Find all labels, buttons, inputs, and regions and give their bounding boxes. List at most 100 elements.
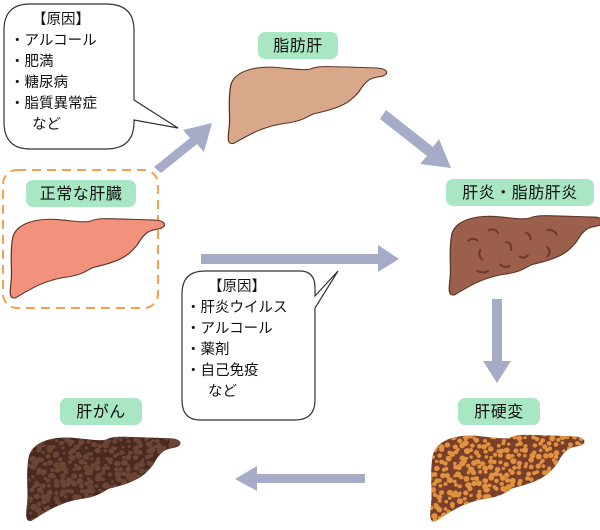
cancer-nodule xyxy=(70,505,76,510)
cirrhosis-nodule xyxy=(437,478,442,483)
cancer-nodule xyxy=(172,511,180,519)
cirrhosis-nodule xyxy=(475,517,481,522)
cirrhosis-nodule xyxy=(430,487,437,493)
cirrhosis-nodule xyxy=(473,434,480,437)
cirrhosis-nodule xyxy=(444,442,451,448)
cancer-nodule xyxy=(113,436,119,440)
cancer-nodule xyxy=(156,512,162,517)
cirrhosis-nodule xyxy=(488,475,495,481)
cancer-nodule xyxy=(179,440,181,446)
cirrhosis-nodule xyxy=(553,470,560,476)
cirrhosis-nodule xyxy=(477,464,482,469)
cancer-nodule xyxy=(106,490,110,494)
stage-label-cancer: 肝がん xyxy=(60,398,142,425)
cirrhosis-nodule xyxy=(537,430,540,433)
cancer-nodule xyxy=(65,501,70,506)
cancer-nodule xyxy=(33,481,40,488)
cirrhosis-nodule xyxy=(494,478,499,484)
cirrhosis-nodule xyxy=(568,442,574,448)
cancer-nodule xyxy=(64,436,71,444)
cancer-nodule xyxy=(79,489,85,494)
cancer-nodule xyxy=(155,439,160,444)
cirrhosis-nodule xyxy=(501,466,506,471)
cirrhosis-nodule xyxy=(543,453,549,459)
cancer-nodule xyxy=(164,499,170,505)
cirrhosis-nodule xyxy=(495,500,501,505)
cancer-nodule xyxy=(57,515,64,522)
cirrhosis-nodule xyxy=(564,501,570,506)
cancer-nodule xyxy=(53,461,61,469)
cirrhosis-nodule xyxy=(542,516,547,521)
cirrhosis-nodule xyxy=(560,500,567,507)
cancer-nodule xyxy=(145,499,150,503)
cancer-nodule xyxy=(26,452,30,459)
cirrhosis-nodule xyxy=(484,455,489,459)
cirrhosis-nodule xyxy=(482,438,488,443)
cirrhosis-nodule xyxy=(437,453,443,458)
normal-liver-frame xyxy=(2,169,159,309)
cirrhosis-nodule xyxy=(564,505,571,511)
cirrhosis-nodule xyxy=(459,513,464,517)
cirrhosis-nodule xyxy=(585,518,589,522)
cirrhosis-nodule xyxy=(584,504,585,509)
cirrhosis-nodule xyxy=(522,498,528,504)
cirrhosis-nodule xyxy=(547,512,551,516)
cirrhosis-nodule xyxy=(536,496,541,501)
cancer-nodule xyxy=(122,431,126,435)
cause-title: 【原因】 xyxy=(208,279,266,295)
cirrhosis-nodule xyxy=(463,518,469,522)
cause-item: 肥満 xyxy=(10,52,97,73)
cirrhosis-nodule xyxy=(506,435,511,440)
cancer-nodule xyxy=(175,465,181,472)
cirrhosis-nodule xyxy=(525,483,530,488)
cancer-nodule xyxy=(60,473,66,479)
cirrhosis-nodule xyxy=(474,458,481,465)
cancer-nodule xyxy=(162,466,168,472)
cancer-nodule xyxy=(90,436,96,439)
cirrhosis-nodule xyxy=(544,487,550,493)
hepatitis-liver-image xyxy=(448,215,600,296)
cirrhosis-nodule xyxy=(492,509,499,516)
cancer-nodule xyxy=(175,495,181,502)
cirrhosis-nodule xyxy=(425,500,429,504)
cirrhosis-nodule xyxy=(540,438,546,443)
cirrhosis-nodule xyxy=(481,502,487,507)
cancer-nodule xyxy=(181,518,186,522)
cancer-nodule xyxy=(60,436,65,440)
cancer-nodule xyxy=(138,460,145,468)
cancer-nodule xyxy=(95,500,102,506)
cirrhosis-nodule xyxy=(431,436,437,442)
cancer-nodule xyxy=(66,509,72,515)
cancer-nodule xyxy=(182,494,188,500)
cirrhosis-nodule xyxy=(426,490,430,494)
cancer-nodule xyxy=(94,484,99,488)
cancer-nodule xyxy=(155,442,163,450)
cirrhosis-nodule xyxy=(488,500,495,506)
cancer-nodule xyxy=(125,516,131,522)
cirrhosis-nodule xyxy=(430,505,434,511)
cancer-nodule xyxy=(174,484,180,489)
cancer-nodule xyxy=(158,505,164,512)
cause-item: アルコール xyxy=(186,319,288,340)
cirrhosis-nodule xyxy=(471,480,477,487)
cancer-nodule xyxy=(145,441,153,448)
cirrhosis-nodule xyxy=(501,441,506,446)
cancer-nodule xyxy=(83,481,89,486)
cirrhosis-nodule xyxy=(547,446,553,451)
cirrhosis-nodule xyxy=(576,511,582,516)
cirrhosis-nodule xyxy=(578,442,582,447)
cancer-nodule xyxy=(39,469,47,476)
cause-list-hepatitis: 【原因】 肝炎ウイルス アルコール 薬剤 自己免疫 など xyxy=(186,277,288,403)
cancer-nodule xyxy=(136,436,142,439)
cancer-nodule xyxy=(146,484,151,489)
cancer-nodule xyxy=(94,460,101,466)
cancer-nodule xyxy=(51,508,59,516)
cancer-nodule xyxy=(155,467,163,474)
cancer-nodule xyxy=(102,506,110,513)
cancer-nodule xyxy=(102,482,110,489)
cancer-nodule xyxy=(121,445,125,449)
stage-label-normal: 正常な肝臓 xyxy=(26,180,136,207)
cancer-nodule xyxy=(149,478,155,484)
cirrhosis-nodule xyxy=(579,464,584,468)
cause-tail: など xyxy=(32,117,61,133)
